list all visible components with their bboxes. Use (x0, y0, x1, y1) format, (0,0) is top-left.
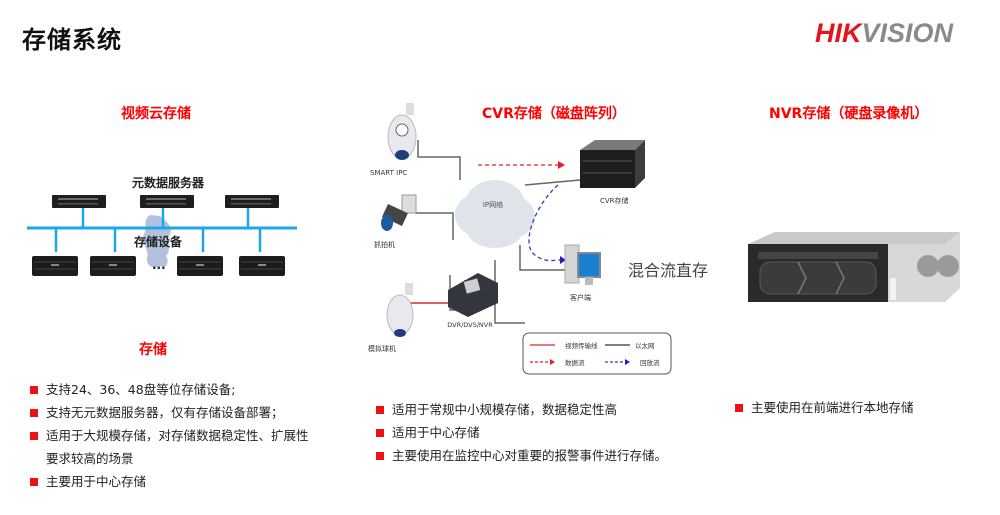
dvr-device-icon (448, 273, 498, 317)
smart-ipc-label: SMART IPC (370, 169, 407, 177)
cvr-storage-device-icon (580, 140, 645, 188)
bullet-square-icon (376, 429, 384, 437)
metadata-server-label: 元数据服务器 (132, 175, 205, 190)
metadata-server-icon (52, 195, 106, 208)
cvr-storage-diagram: IP网络 SMART IPC 抓拍机 模拟球机 DVR/DVS/NVR (368, 103, 708, 375)
bullet-item: 主要使用在监控中心对重要的报警事件进行存储。 (376, 444, 706, 467)
mixed-stream-label: 混合流直存 (628, 261, 708, 280)
client-label: 客户端 (570, 293, 591, 302)
bullet-item-continuation: 要求较高的场景 (46, 451, 134, 466)
bullet-item: 主要用于中心存储 (30, 470, 350, 493)
nvr-storage-title: NVR存储（硬盘录像机） (769, 106, 929, 122)
storage-device-icon (32, 256, 78, 276)
nvr-device-image (748, 232, 960, 302)
cloud-storage-bullets: 支持24、36、48盘等位存储设备; 支持无元数据服务器，仅有存储设备部署； 适… (30, 378, 350, 493)
bullet-square-icon (30, 478, 38, 486)
storage-subtitle: 存储 (139, 342, 167, 358)
bullet-square-icon (30, 386, 38, 394)
legend-video-line: 视频传输线 (565, 341, 598, 350)
bullet-item: 适用于中心存储 (376, 421, 706, 444)
bullet-item: 适用于常规中小规模存储，数据稳定性高 (376, 398, 706, 421)
cvr-storage-bullets: 适用于常规中小规模存储，数据稳定性高 适用于中心存储 主要使用在监控中心对重要的… (376, 398, 706, 467)
client-pc-icon (564, 244, 601, 285)
ellipsis-label: ··· (152, 261, 166, 275)
bullet-square-icon (376, 452, 384, 460)
capture-camera-icon (381, 194, 417, 231)
bullet-item: 支持无元数据服务器，仅有存储设备部署； (30, 401, 350, 424)
cloud-storage-diagram: 元数据服务器 存储设备 ··· (27, 175, 297, 276)
bullet-square-icon (376, 406, 384, 414)
cloud-storage-title: 视频云存储 (121, 106, 191, 122)
bullet-item: 支持24、36、48盘等位存储设备; (30, 378, 350, 401)
storage-device-icon (239, 256, 285, 276)
logo-vision: VISION (861, 18, 954, 48)
ip-network-cloud-icon (455, 180, 535, 248)
legend-playback-flow: 回放流 (640, 358, 660, 367)
page-title: 存储系统 (22, 26, 122, 54)
metadata-server-icon (225, 195, 279, 208)
cvr-label: CVR存储 (600, 196, 629, 205)
storage-device-icon (90, 256, 136, 276)
bullet-item: 主要使用在前端进行本地存储 (735, 396, 995, 419)
hikvision-logo: HIKVISION (815, 18, 953, 49)
capture-camera-label: 抓拍机 (374, 240, 395, 249)
nvr-storage-bullets: 主要使用在前端进行本地存储 (735, 396, 995, 419)
legend-data-flow: 数据流 (565, 358, 585, 367)
legend-ethernet: 以太网 (635, 341, 655, 350)
analog-dome-label: 模拟球机 (368, 344, 396, 353)
analog-dome-camera-icon (386, 283, 414, 337)
metadata-server-icon (140, 195, 194, 208)
dvr-label: DVR/DVS/NVR (447, 321, 493, 329)
bullet-item: 适用于大规模存储，对存储数据稳定性、扩展性 (30, 424, 350, 447)
bullet-square-icon (30, 432, 38, 440)
cvr-storage-title: CVR存储（磁盘阵列） (482, 106, 626, 122)
storage-device-icon (177, 256, 223, 276)
diagram-legend: 视频传输线 以太网 数据流 回放流 (522, 332, 672, 375)
network-label: IP网络 (483, 200, 503, 209)
bullet-square-icon (30, 409, 38, 417)
logo-hik: HIK (815, 18, 862, 48)
storage-device-label: 存储设备 (133, 234, 183, 249)
smart-ipc-camera-icon (387, 103, 417, 160)
bullet-square-icon (735, 404, 743, 412)
